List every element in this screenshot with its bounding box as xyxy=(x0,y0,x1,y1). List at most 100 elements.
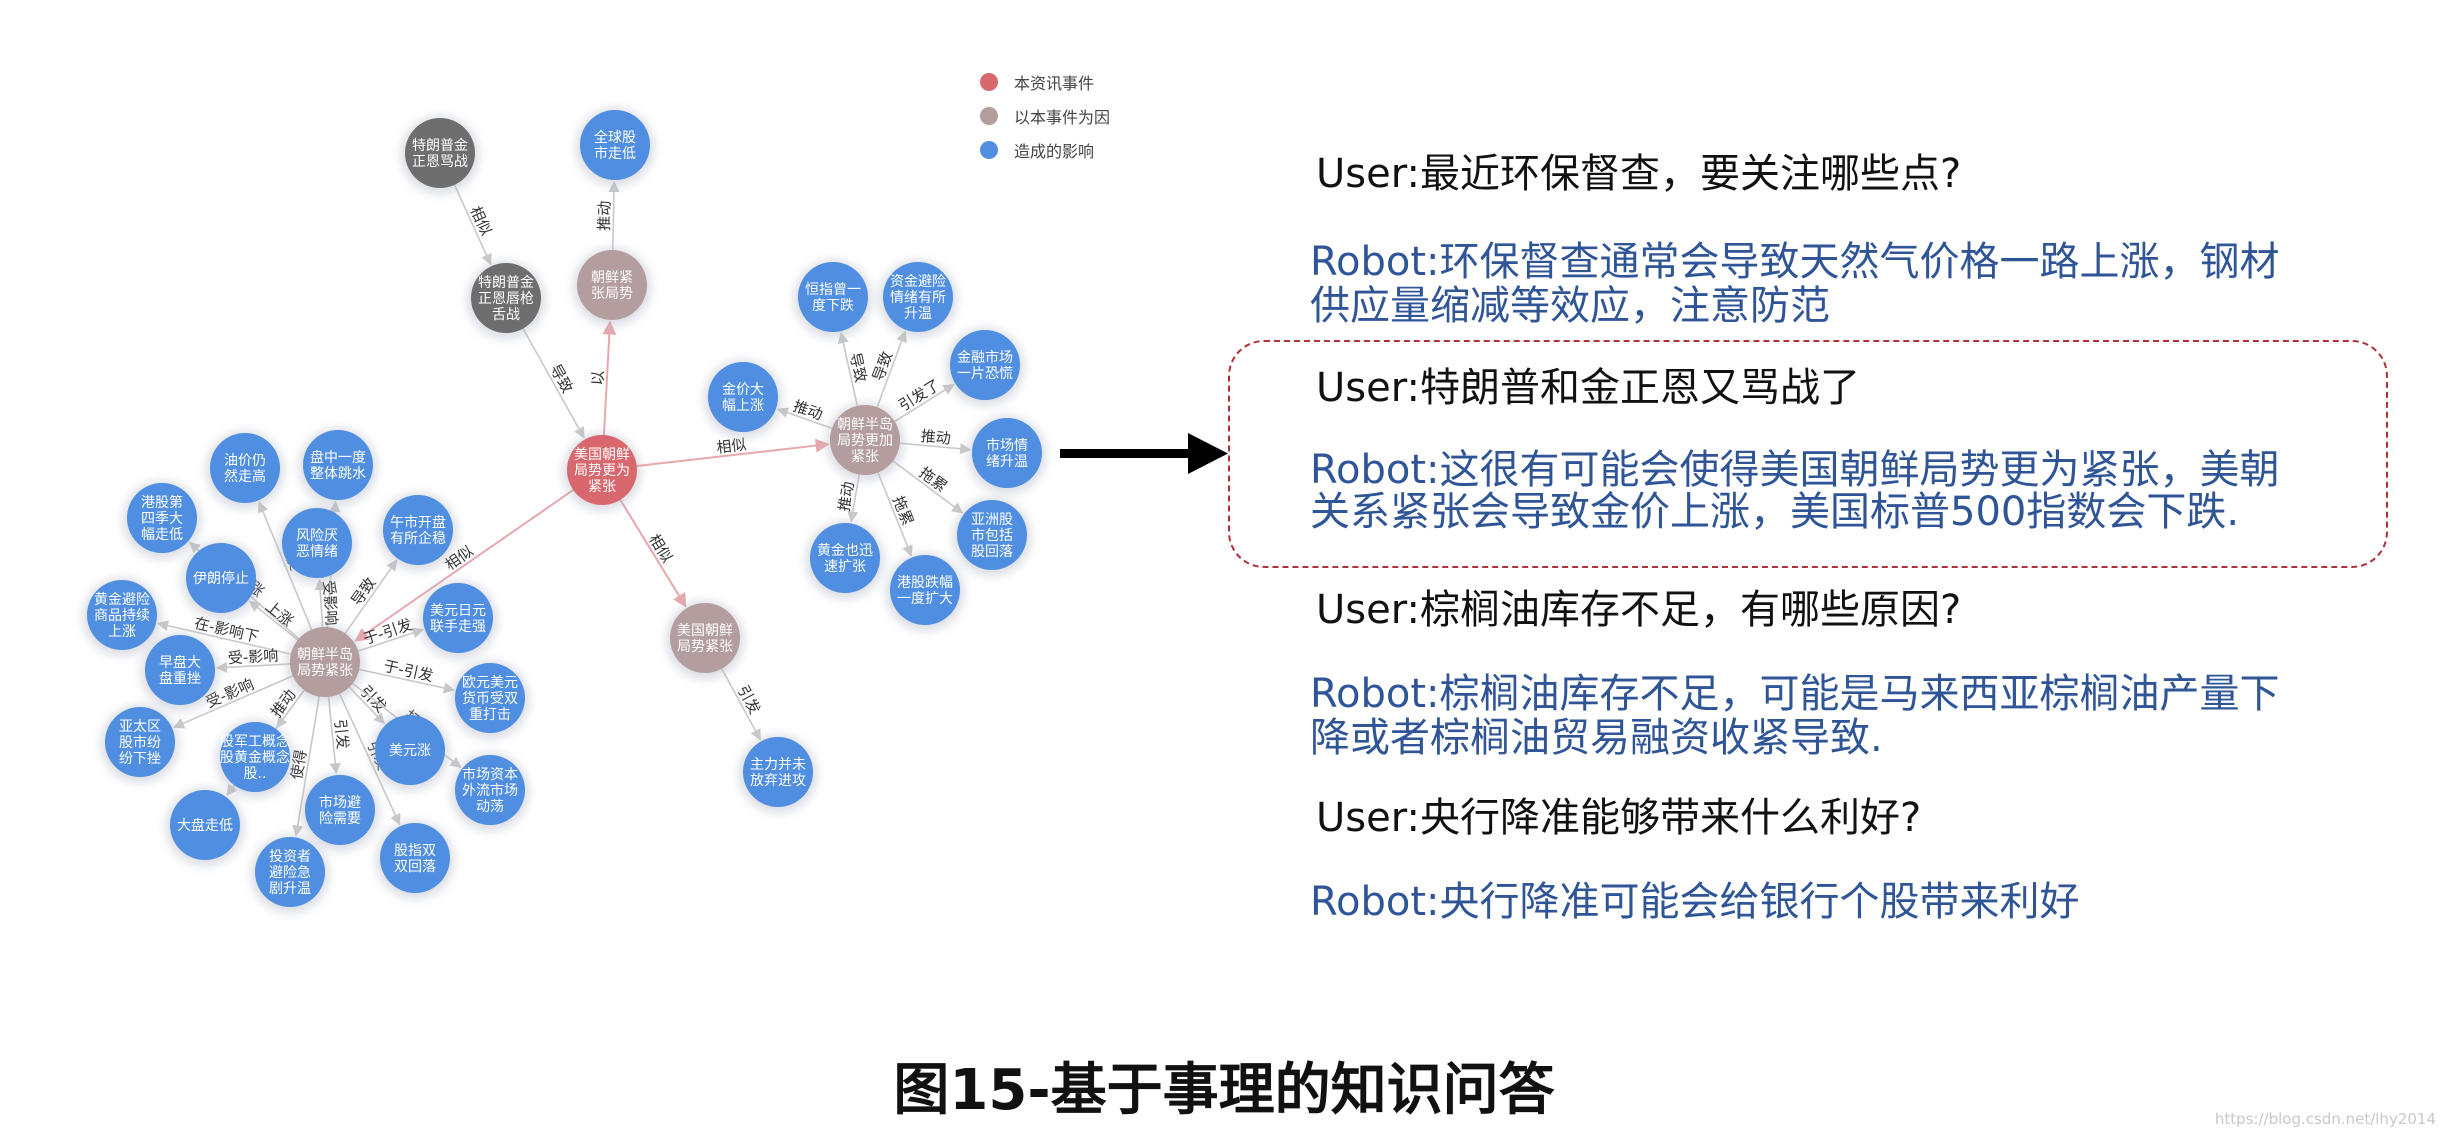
node-circle[interactable] xyxy=(670,603,740,673)
node-label: 全球股 xyxy=(594,129,636,146)
node-circle[interactable] xyxy=(170,790,240,860)
node-circle[interactable] xyxy=(145,635,215,705)
legend-dot-icon xyxy=(980,141,998,159)
node-circle[interactable] xyxy=(186,543,256,613)
node-label: 张局势 xyxy=(591,286,633,302)
graph-node[interactable]: 大盘走低 xyxy=(166,788,244,866)
node-circle[interactable] xyxy=(210,433,280,503)
node-label: 货币受双 xyxy=(462,690,518,707)
graph-node[interactable]: 美国朝鲜局势更为紧张 xyxy=(563,433,641,511)
node-label: 市场避 xyxy=(319,794,361,811)
robot-answer-line: Robot:央行降准可能会给银行个股带来利好 xyxy=(1310,879,2080,925)
node-label: 午市开盘 xyxy=(390,514,446,531)
legend-dot-icon xyxy=(980,107,998,125)
graph-edge xyxy=(357,627,424,652)
node-circle[interactable] xyxy=(950,330,1020,400)
node-circle[interactable] xyxy=(282,508,352,578)
node-circle[interactable] xyxy=(305,775,375,845)
node-circle[interactable] xyxy=(290,627,360,697)
node-label: 局势紧张 xyxy=(677,639,733,655)
node-circle[interactable] xyxy=(743,737,813,807)
node-circle[interactable] xyxy=(567,435,637,505)
legend-item-event[interactable]: 本资讯事件 xyxy=(980,68,1094,96)
node-circle[interactable] xyxy=(375,715,445,785)
graph-edge xyxy=(837,332,859,407)
node-circle[interactable] xyxy=(883,262,953,332)
node-circle[interactable] xyxy=(455,663,525,733)
node-circle[interactable] xyxy=(455,755,525,825)
node-label: 朝鲜半岛 xyxy=(297,647,353,663)
figure-caption: 图15-基于事理的知识问答 xyxy=(893,1058,1555,1123)
node-circle[interactable] xyxy=(405,118,475,188)
node-circle[interactable] xyxy=(87,580,157,650)
node-circle[interactable] xyxy=(580,110,650,180)
node-circle[interactable] xyxy=(380,823,450,893)
node-circle[interactable] xyxy=(423,583,493,653)
legend-item-cause[interactable]: 以本事件为因 xyxy=(980,102,1110,130)
graph-node[interactable]: 美元涨 xyxy=(371,713,449,791)
node-circle[interactable] xyxy=(972,418,1042,488)
node-label: 纷下挫 xyxy=(119,751,161,767)
node-label: 重打击 xyxy=(469,706,511,723)
node-label: 美元涨 xyxy=(389,743,431,759)
legend-item-effect[interactable]: 造成的影响 xyxy=(980,136,1094,164)
node-label: 特朗普金 xyxy=(478,275,534,291)
node-label: 风险厌 xyxy=(296,528,338,544)
edge-label: 受影响 xyxy=(320,580,341,626)
node-circle[interactable] xyxy=(220,722,290,792)
node-circle[interactable] xyxy=(105,707,175,777)
node-circle[interactable] xyxy=(471,263,541,333)
graph-node[interactable]: 伊朗停止 xyxy=(182,541,260,619)
node-circle[interactable] xyxy=(383,495,453,565)
node-label: 伊朗停止 xyxy=(193,570,249,587)
node-label: 金融市场 xyxy=(957,349,1013,366)
robot-answer-line: 降或者棕榈油贸易融资收紧导致. xyxy=(1310,715,1883,761)
node-circle[interactable] xyxy=(957,500,1027,570)
edge-label: 推动 xyxy=(791,397,825,424)
node-circle[interactable] xyxy=(798,262,868,332)
node-circle[interactable] xyxy=(303,430,373,500)
node-label: 市包括 xyxy=(971,527,1013,544)
node-circle[interactable] xyxy=(708,362,778,432)
node-circle[interactable] xyxy=(255,837,325,907)
node-circle[interactable] xyxy=(830,405,900,475)
node-circle[interactable] xyxy=(577,250,647,320)
node-circle[interactable] xyxy=(127,483,197,553)
node-label: 股指双 xyxy=(394,843,436,859)
graph-edge xyxy=(359,668,455,694)
node-label: 有所企稳 xyxy=(390,530,446,547)
node-circle[interactable] xyxy=(810,523,880,593)
node-circle[interactable] xyxy=(890,555,960,625)
